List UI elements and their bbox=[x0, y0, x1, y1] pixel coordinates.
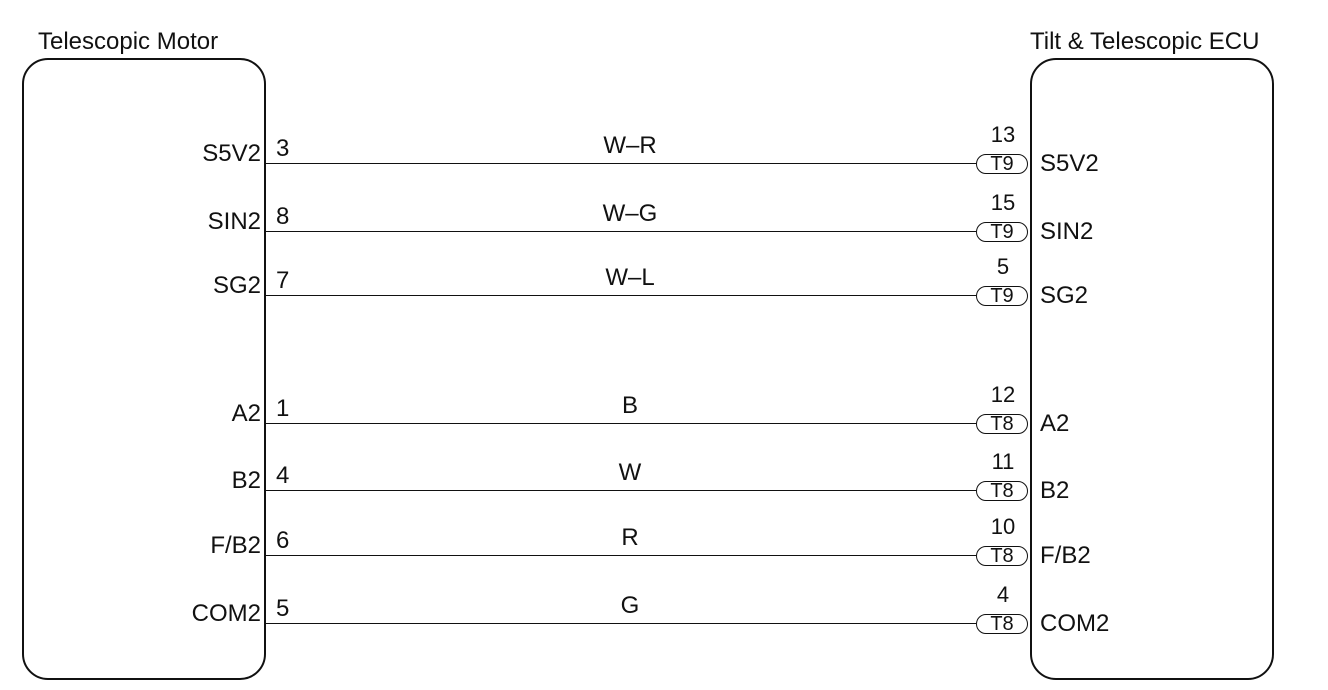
wire-line bbox=[264, 231, 976, 232]
connector-tag: T9 bbox=[976, 154, 1028, 174]
wire-color-label: W–G bbox=[602, 200, 658, 227]
left-signal-label: COM2 bbox=[191, 600, 261, 627]
left-signal-label: A2 bbox=[231, 400, 261, 427]
left-pin-number: 4 bbox=[276, 462, 290, 489]
right-pin-number: 12 bbox=[990, 382, 1016, 407]
right-signal-label: A2 bbox=[1040, 410, 1070, 437]
right-pin-number: 4 bbox=[996, 582, 1010, 607]
right-pin-number: 13 bbox=[990, 122, 1016, 147]
left-pin-number: 8 bbox=[276, 203, 290, 230]
left-pin-number: 3 bbox=[276, 135, 290, 162]
connector-tag: T9 bbox=[976, 222, 1028, 242]
wire-color-label: G bbox=[620, 592, 640, 619]
right-pin-number: 10 bbox=[990, 514, 1016, 539]
wire-line bbox=[264, 623, 976, 624]
right-component-title: Tilt & Telescopic ECU bbox=[1030, 28, 1260, 55]
left-pin-number: 7 bbox=[276, 267, 290, 294]
left-pin-number: 5 bbox=[276, 595, 290, 622]
right-pin-number: 15 bbox=[990, 190, 1016, 215]
connector-tag: T9 bbox=[976, 286, 1028, 306]
right-signal-label: COM2 bbox=[1040, 610, 1110, 637]
wire-line bbox=[264, 423, 976, 424]
connector-tag: T8 bbox=[976, 481, 1028, 501]
wire-line bbox=[264, 163, 976, 164]
connector-tag: T8 bbox=[976, 614, 1028, 634]
wire-line bbox=[264, 295, 976, 296]
right-signal-label: SIN2 bbox=[1040, 218, 1094, 245]
right-pin-number: 5 bbox=[996, 254, 1010, 279]
wire-color-label: W bbox=[618, 459, 642, 486]
right-pin-number: 11 bbox=[991, 449, 1015, 474]
wire-line bbox=[264, 490, 976, 491]
right-signal-label: B2 bbox=[1040, 477, 1070, 504]
connector-tag: T8 bbox=[976, 414, 1028, 434]
left-pin-number: 6 bbox=[276, 527, 290, 554]
right-signal-label: S5V2 bbox=[1040, 150, 1099, 177]
left-pin-number: 1 bbox=[276, 395, 290, 422]
ecu-box bbox=[1030, 58, 1274, 680]
wire-line bbox=[264, 555, 976, 556]
left-component-title: Telescopic Motor bbox=[38, 28, 219, 55]
right-signal-label: F/B2 bbox=[1040, 542, 1091, 569]
wire-color-label: W–L bbox=[605, 264, 655, 291]
wire-color-label: R bbox=[621, 524, 639, 551]
left-signal-label: SG2 bbox=[212, 272, 261, 299]
telescopic-motor-box bbox=[22, 58, 266, 680]
connector-tag: T8 bbox=[976, 546, 1028, 566]
wire-color-label: B bbox=[621, 392, 638, 419]
left-signal-label: B2 bbox=[231, 467, 261, 494]
right-signal-label: SG2 bbox=[1040, 282, 1089, 309]
wire-color-label: W–R bbox=[603, 132, 657, 159]
left-signal-label: S5V2 bbox=[202, 140, 261, 167]
left-signal-label: SIN2 bbox=[207, 208, 261, 235]
left-signal-label: F/B2 bbox=[210, 532, 261, 559]
